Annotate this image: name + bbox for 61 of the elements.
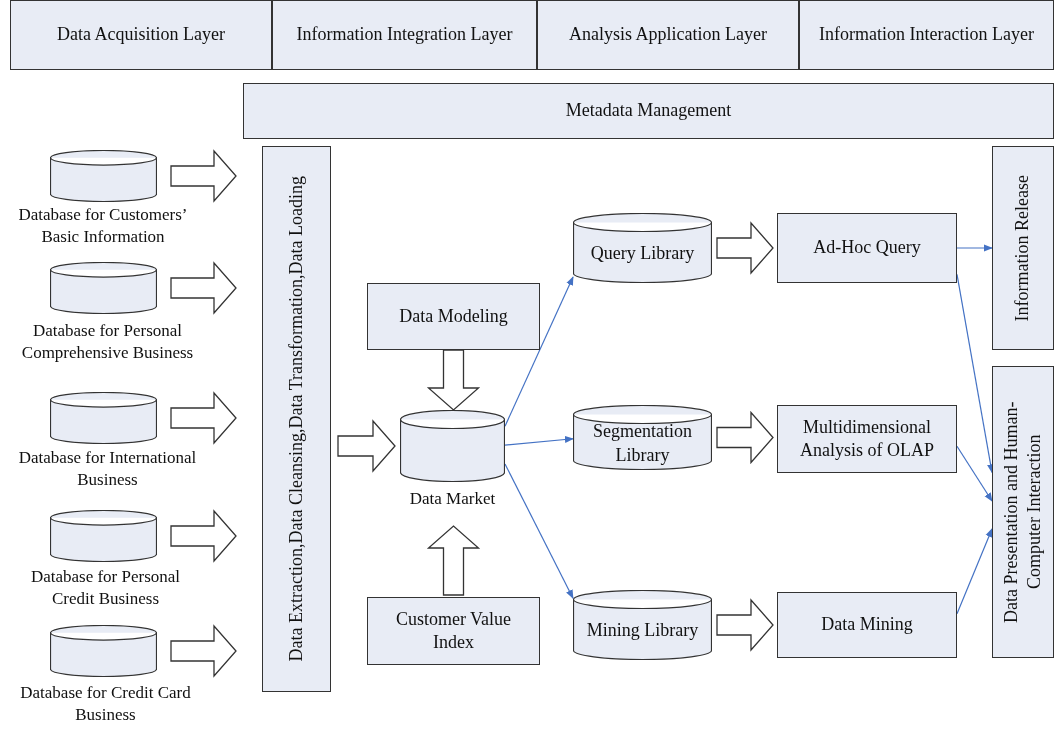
node-label: Information Integration Layer [296, 23, 513, 47]
cylinder-caption: Database for Personal Credit Business [29, 566, 182, 611]
cylinder [573, 405, 712, 470]
cylinder [50, 392, 157, 444]
node-label: Segmentation Library [592, 420, 693, 467]
node-label: Ad-Hoc Query [813, 236, 921, 260]
block-arrow [426, 349, 481, 411]
cylinder [573, 590, 712, 660]
node-label: Multidimensional Analysis of OLAP [799, 415, 935, 462]
node-label: Data Extraction,Data Cleansing,Data Transformation,Data Loading [284, 176, 307, 662]
arrow [504, 435, 574, 446]
process-box [367, 283, 540, 350]
cylinder-caption: Data Market [408, 488, 497, 510]
cylinder-caption: Database for Personal Comprehensive Business [20, 320, 195, 365]
arrow [956, 445, 993, 502]
arrow [504, 463, 574, 599]
arrow [504, 276, 574, 427]
node-label: Data Acquisition Layer [57, 23, 225, 47]
cylinder-caption: Database for Credit Card Business [19, 682, 192, 727]
process-box [777, 405, 957, 473]
node-label: Data Modeling [399, 304, 508, 328]
block-arrow [426, 525, 481, 596]
cylinder [50, 150, 157, 202]
node-label: Data Presentation and Human-Computer Interaction [999, 400, 1045, 625]
cylinder [50, 625, 157, 677]
node-label: Data Mining [821, 613, 913, 637]
process-box [777, 592, 957, 658]
layer-header [537, 0, 799, 70]
block-arrow [170, 509, 237, 563]
block-arrow [716, 598, 774, 652]
node-label: Analysis Application Layer [569, 23, 767, 47]
block-arrow [170, 391, 237, 445]
process-box [243, 83, 1054, 139]
node-label: Mining Library [586, 619, 699, 643]
cylinder [50, 262, 157, 314]
cylinder-caption: Database for Customers’ Basic Information [17, 204, 189, 249]
node-label: Query Library [590, 242, 695, 266]
layer-header [10, 0, 272, 70]
process-box [262, 146, 331, 692]
node-label: Customer Value Index [394, 607, 513, 654]
block-arrow [170, 261, 237, 315]
block-arrow [716, 410, 774, 465]
block-arrow [337, 419, 396, 473]
process-box [992, 366, 1054, 658]
block-arrow [170, 149, 237, 203]
cylinder-caption: Database for International Business [17, 447, 198, 492]
arrow [956, 528, 993, 615]
cylinder [573, 213, 712, 283]
block-arrow [716, 221, 774, 275]
layer-header [799, 0, 1054, 70]
process-box [777, 213, 957, 283]
cylinder [50, 510, 157, 562]
node-label: Information Release [1011, 174, 1034, 322]
cylinder [400, 410, 505, 482]
layer-header [272, 0, 537, 70]
process-box [992, 146, 1054, 350]
node-label: Information Interaction Layer [819, 23, 1034, 47]
process-box [367, 597, 540, 665]
node-label: Metadata Management [565, 99, 732, 123]
block-arrow [170, 624, 237, 678]
arrow [956, 244, 993, 252]
